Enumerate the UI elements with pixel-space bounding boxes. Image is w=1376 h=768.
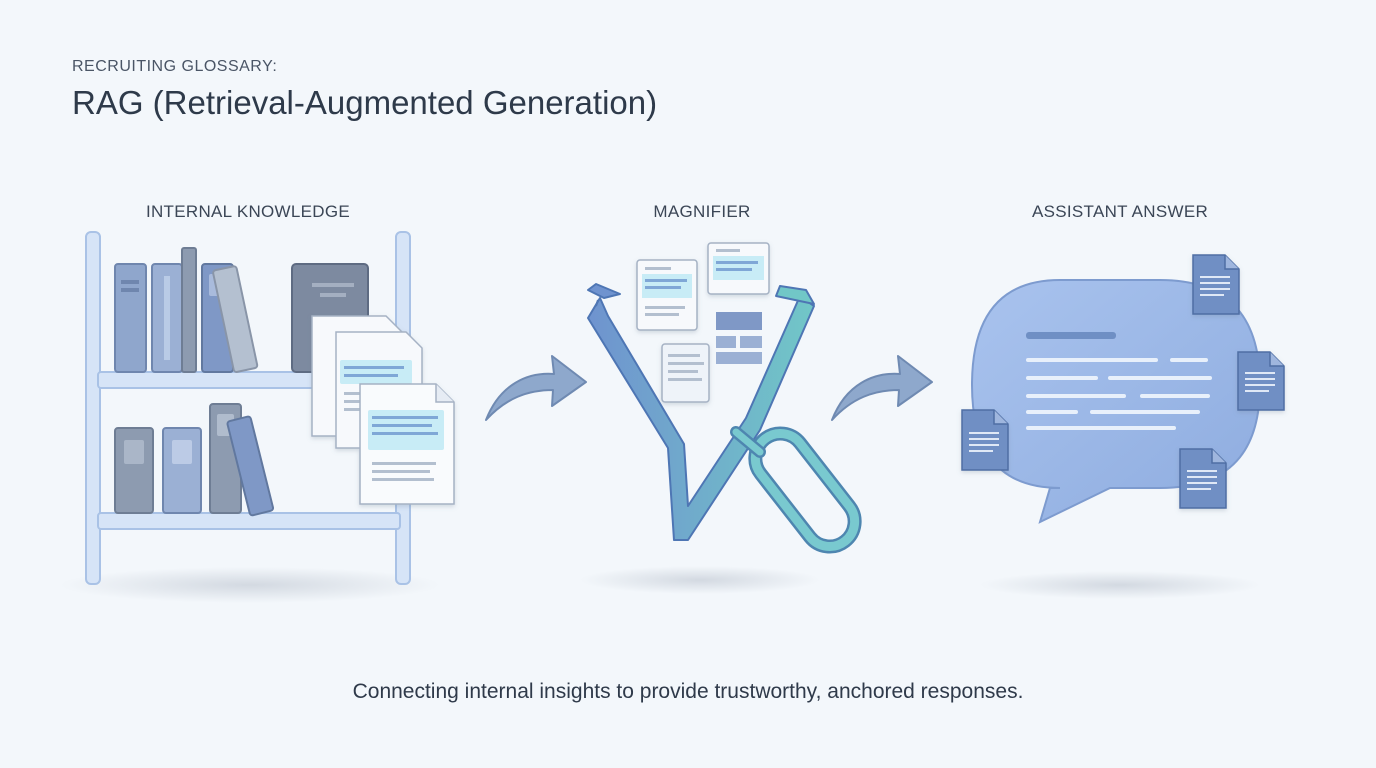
funnel-shadow — [580, 566, 820, 594]
glossary-eyebrow: RECRUITING GLOSSARY: — [72, 58, 278, 75]
document-icon — [1237, 351, 1285, 411]
stage-label-magnifier: MAGNIFIER — [653, 202, 751, 221]
document-icon — [961, 409, 1009, 471]
page-title: RAG (Retrieval-Augmented Generation) — [72, 84, 658, 121]
stage-label-internal-knowledge: INTERNAL KNOWLEDGE — [145, 202, 351, 221]
funnel-magnifier-icon — [587, 242, 862, 554]
flow-arrow-right-icon — [485, 355, 587, 421]
bookshelf-icon — [85, 231, 455, 585]
flow-arrow-right-icon-2 — [831, 355, 933, 421]
document-icon — [1192, 254, 1240, 315]
stage-label-assistant-answer: ASSISTANT ANSWER — [1031, 202, 1209, 221]
bubble-shadow — [980, 571, 1260, 599]
diagram-caption: Connecting internal insights to provide … — [352, 680, 1024, 703]
shelf-shadow — [60, 567, 440, 603]
document-icon — [1179, 448, 1227, 509]
